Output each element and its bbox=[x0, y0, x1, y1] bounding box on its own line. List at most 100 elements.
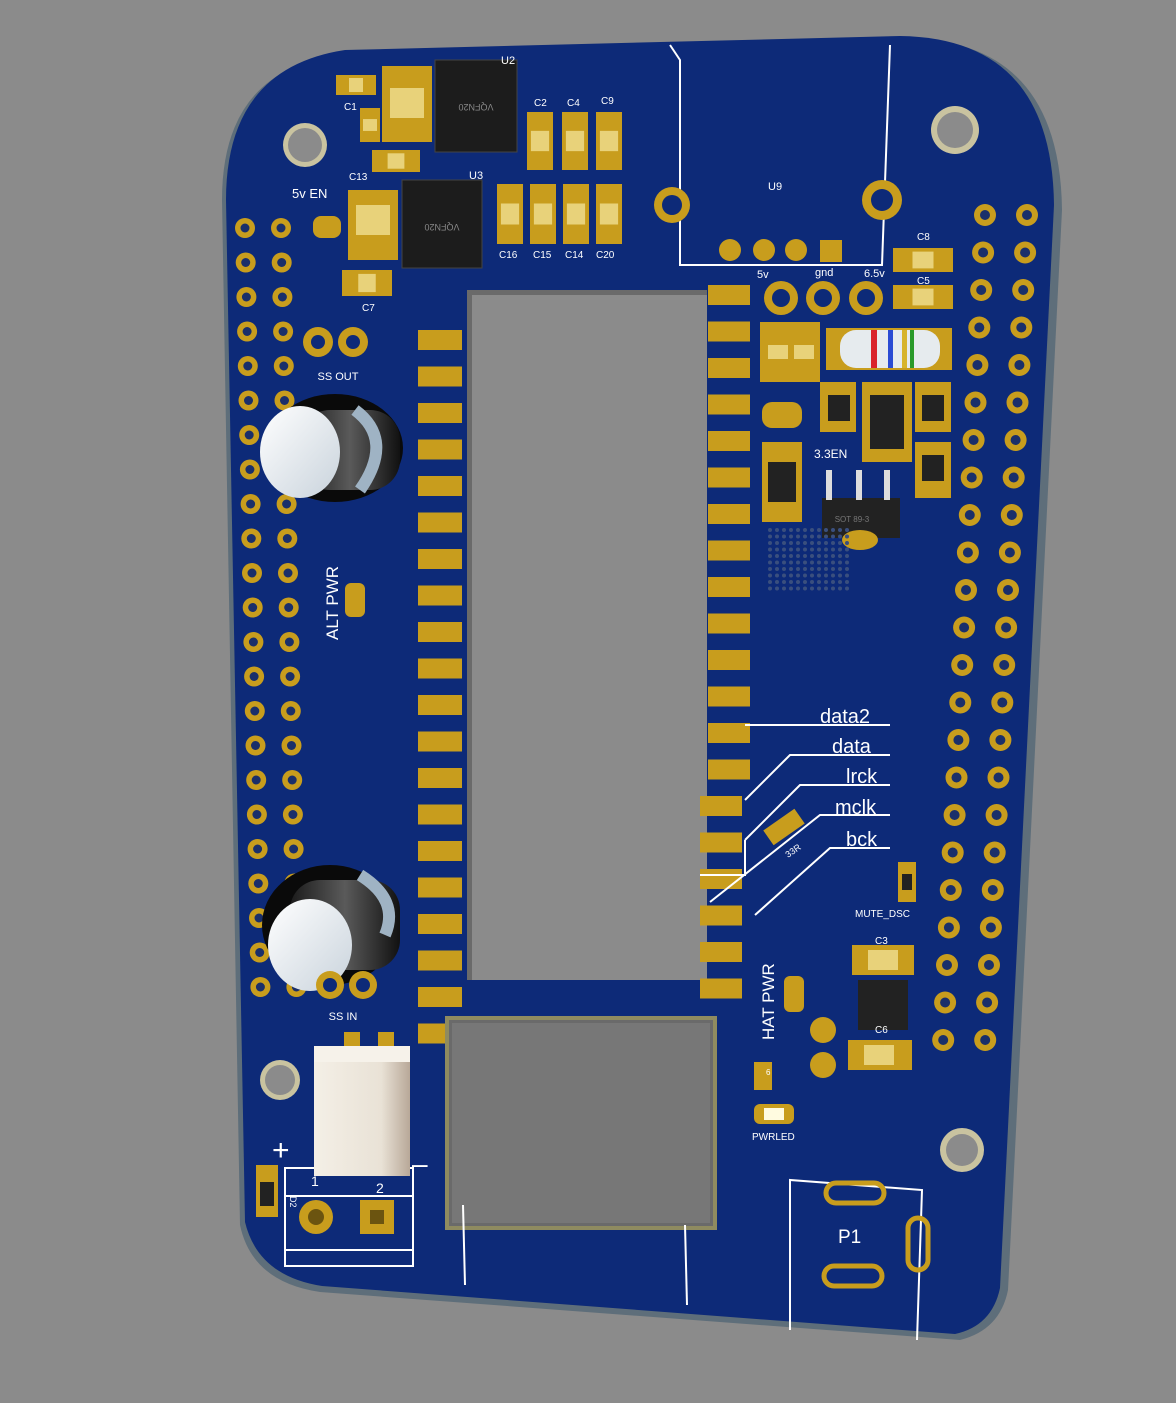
module-pad-left bbox=[418, 987, 462, 1007]
module-pad-right bbox=[700, 942, 742, 962]
via bbox=[824, 534, 828, 539]
c15-label: C15 bbox=[533, 250, 552, 261]
c8-label: C8 bbox=[917, 232, 930, 243]
mute-dsc-label: MUTE_DSC bbox=[855, 909, 910, 920]
via bbox=[796, 580, 800, 584]
via bbox=[768, 573, 772, 578]
header-pin-hole bbox=[241, 258, 251, 267]
c9-label: C9 bbox=[601, 96, 614, 107]
via bbox=[810, 567, 814, 571]
header-pin-hole bbox=[940, 997, 951, 1008]
via bbox=[817, 547, 821, 552]
via bbox=[782, 528, 786, 532]
via bbox=[838, 573, 842, 578]
r6-resistor bbox=[754, 1062, 772, 1090]
c2-label: C2 bbox=[534, 98, 547, 109]
via bbox=[838, 534, 842, 539]
module-pad-right bbox=[708, 577, 750, 597]
module-pad-right bbox=[708, 686, 750, 707]
axial-resistor bbox=[826, 328, 952, 370]
module-pad-right bbox=[700, 978, 742, 999]
header-pin-hole bbox=[241, 292, 251, 302]
via bbox=[831, 560, 835, 565]
via bbox=[810, 573, 814, 578]
via bbox=[803, 528, 807, 532]
header-pin-hole bbox=[968, 435, 979, 445]
via bbox=[831, 534, 835, 539]
header-pin-hole bbox=[287, 741, 296, 750]
header-pin-hole bbox=[277, 292, 287, 302]
smd-capacitor-body bbox=[599, 130, 619, 152]
u3-label: U3 bbox=[469, 170, 483, 182]
header-pin-hole bbox=[249, 672, 259, 681]
header-pin-hole bbox=[286, 706, 296, 716]
header-pin-hole bbox=[277, 258, 287, 267]
v5-label: 5v bbox=[757, 269, 769, 281]
header-pin-hole bbox=[955, 697, 966, 708]
gnd-label: gnd bbox=[815, 267, 833, 279]
via bbox=[768, 567, 772, 571]
via bbox=[782, 560, 786, 565]
header-pin-hole bbox=[993, 772, 1004, 783]
regulator-parts: SOT 89-3 bbox=[760, 322, 951, 550]
c6-label: C6 bbox=[875, 1025, 888, 1036]
en33-label: 3.3EN bbox=[814, 447, 847, 461]
header-pin-hole bbox=[242, 327, 252, 336]
via bbox=[824, 560, 828, 565]
lrck-label: lrck bbox=[846, 766, 878, 788]
via bbox=[831, 573, 835, 578]
bck-label: bck bbox=[846, 829, 878, 851]
en5v-label: 5v EN bbox=[292, 186, 327, 201]
via bbox=[789, 580, 793, 584]
header-pin-hole bbox=[995, 735, 1006, 745]
header-pin-hole bbox=[945, 885, 956, 895]
via bbox=[775, 560, 779, 565]
via bbox=[803, 586, 807, 591]
via bbox=[803, 567, 807, 571]
module-pad-left bbox=[418, 403, 462, 423]
header-pin-hole bbox=[243, 361, 253, 371]
header-pin-hole bbox=[984, 960, 994, 970]
via bbox=[831, 528, 835, 532]
data2-label: data2 bbox=[820, 706, 870, 728]
header-pin-hole bbox=[987, 885, 998, 895]
electrolytic-cap-bottom bbox=[262, 865, 400, 991]
smd-capacitor-body bbox=[387, 153, 405, 169]
u2-ic: VQFN20 bbox=[434, 59, 518, 153]
via bbox=[775, 573, 779, 578]
header-pin-hole bbox=[255, 948, 265, 957]
c1-label: C1 bbox=[344, 102, 357, 113]
header-pin-hole bbox=[282, 499, 292, 509]
c20-label: C20 bbox=[596, 250, 615, 261]
via bbox=[824, 567, 828, 571]
via bbox=[789, 528, 793, 532]
smd-capacitor-body bbox=[566, 203, 586, 225]
header-pin-hole bbox=[1006, 510, 1017, 520]
via bbox=[810, 560, 814, 565]
via bbox=[810, 586, 814, 591]
header-pin-hole bbox=[951, 772, 962, 783]
right-header-pins bbox=[932, 204, 1038, 1051]
header-pin-hole bbox=[255, 982, 265, 992]
via bbox=[838, 554, 842, 558]
via bbox=[817, 567, 821, 571]
module-pad-right bbox=[708, 540, 750, 561]
smd-capacitor-body bbox=[599, 203, 619, 225]
via bbox=[789, 534, 793, 539]
via bbox=[838, 580, 842, 584]
module-pad-left bbox=[418, 330, 462, 350]
header-pin-hole bbox=[982, 997, 993, 1008]
via bbox=[789, 586, 793, 591]
via bbox=[782, 554, 786, 558]
mounting-holes bbox=[260, 106, 984, 1172]
via bbox=[845, 554, 849, 558]
via bbox=[775, 534, 779, 539]
module-pad-left bbox=[418, 695, 462, 715]
via bbox=[768, 547, 772, 552]
alt-pwr-label: ALT PWR bbox=[323, 566, 342, 640]
via bbox=[782, 547, 786, 552]
plus-label: + bbox=[272, 1134, 290, 1167]
p1-connector bbox=[789, 1178, 931, 1341]
